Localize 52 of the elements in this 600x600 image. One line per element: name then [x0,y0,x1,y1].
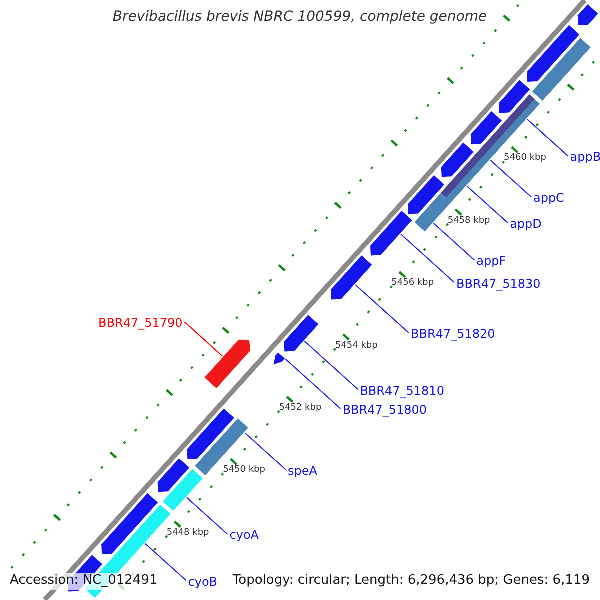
tick-label: 5450 kbp [223,465,266,476]
leader-line [355,284,410,334]
leader-line [244,432,286,470]
gene-label: BBR47_51820 [411,328,496,342]
gene-feature [414,194,450,232]
tick-label: 5458 kbp [448,216,490,226]
gene-feature [187,408,234,460]
gene-feature [204,340,251,388]
accession-label: Accession: NC_012491 [8,573,160,590]
gene-feature [102,493,158,554]
gene-label: cyoA [230,529,259,544]
leader-line [490,160,532,198]
gene-label: appF [476,255,506,270]
gene-feature [331,256,372,300]
gene-feature [163,469,203,512]
leader-line [466,186,508,224]
gene-label: appC [533,192,564,206]
gene-label: BBR47_51800 [342,404,428,418]
leader-line [304,341,359,390]
tick-label: 5460 kbp [504,153,546,164]
tick-label: 5454 kbp [335,340,378,351]
tick-label: 5456 kbp [392,278,434,288]
gene-feature [499,80,530,114]
gene-label: BBR47_51810 [360,384,444,398]
gene-label: BBR47_51830 [456,278,541,292]
tick-label: 5448 kbp [166,528,210,538]
gene-feature [284,315,319,352]
gene-label: speA [288,464,318,479]
leader-line [184,322,224,357]
gene-feature [527,25,580,82]
leader-line [400,234,455,283]
gene-feature [274,352,286,365]
gene-feature [441,142,474,178]
tick-label: 5452 kbp [279,402,322,414]
genome-summary: Topology: circular; Length: 6,296,436 bp; Genes: 6,119 [232,574,590,589]
title: Brevibacillus brevis NBRC 100599, complete genome [112,9,488,26]
leader-line [527,119,569,157]
gene-label: BBR47_51790 [98,317,183,332]
leader-line [285,359,342,410]
leader-line [145,543,187,581]
gene-label: appD [510,218,542,232]
gene-feature [532,38,591,101]
gene-label: appB [570,151,600,166]
gene-feature [470,112,502,144]
gene-label: cyoB [188,576,218,590]
leader-line [433,223,475,261]
gene-feature [408,175,444,214]
gene-feature [370,211,412,256]
gene-feature [158,458,190,492]
leader-line [186,497,228,535]
gene-feature [195,418,248,476]
gene-feature [578,4,598,26]
